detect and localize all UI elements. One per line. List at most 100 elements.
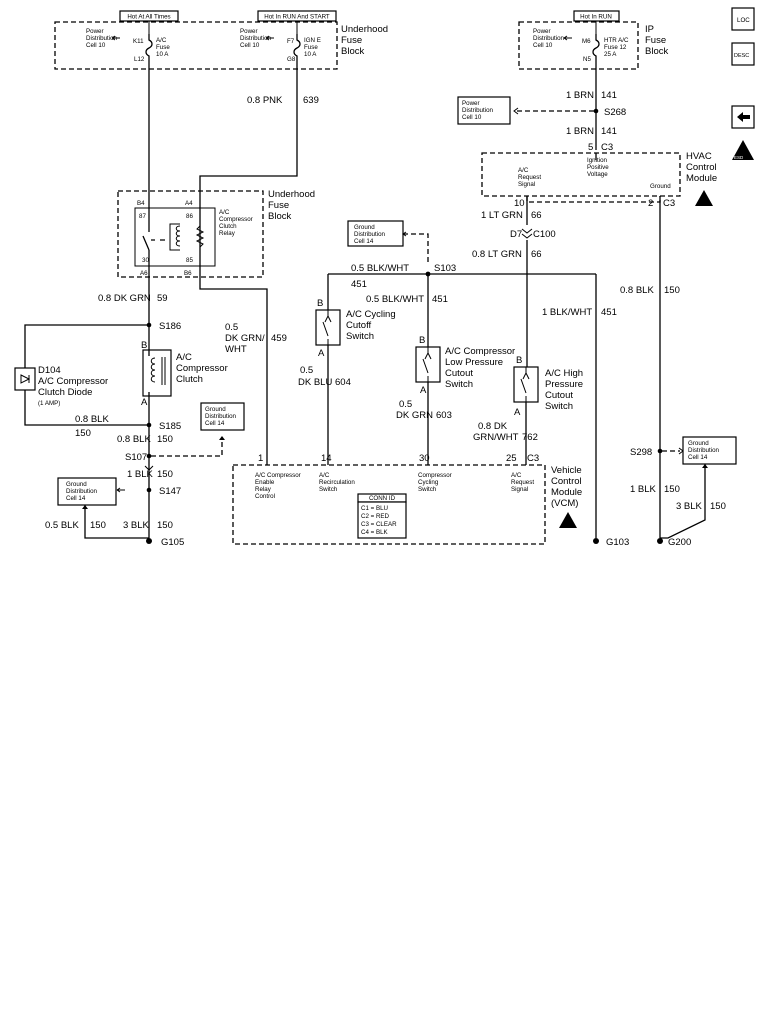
svg-text:C3: C3 bbox=[663, 198, 675, 209]
svg-text:Compressor: Compressor bbox=[176, 363, 228, 374]
svg-text:150: 150 bbox=[157, 434, 173, 445]
svg-text:C3: C3 bbox=[527, 453, 539, 464]
svg-text:D7: D7 bbox=[510, 229, 522, 240]
svg-text:Fuse: Fuse bbox=[645, 35, 666, 46]
svg-text:A/C: A/C bbox=[511, 472, 522, 479]
svg-text:Cell 10: Cell 10 bbox=[462, 114, 482, 121]
svg-text:DK BLU: DK BLU bbox=[298, 377, 332, 388]
svg-text:0.8 BLK: 0.8 BLK bbox=[117, 434, 151, 445]
svg-text:Switch: Switch bbox=[346, 331, 374, 342]
svg-text:0.5: 0.5 bbox=[225, 322, 238, 333]
relay-resistor-icon bbox=[195, 225, 205, 248]
svg-text:A4: A4 bbox=[185, 200, 193, 207]
svg-text:IP: IP bbox=[645, 24, 654, 35]
svg-text:Distribution: Distribution bbox=[533, 35, 565, 42]
hot-run-start-label: Hot In RUN And START bbox=[264, 14, 330, 21]
svg-text:Cycling: Cycling bbox=[418, 479, 439, 486]
svg-text:604: 604 bbox=[335, 377, 351, 388]
svg-text:N5: N5 bbox=[583, 56, 591, 63]
svg-text:87: 87 bbox=[139, 213, 146, 220]
svg-text:A/C Cycling: A/C Cycling bbox=[346, 309, 396, 320]
svg-text:G8: G8 bbox=[287, 56, 296, 63]
loc-icon[interactable]: LOC bbox=[731, 7, 755, 31]
svg-text:762: 762 bbox=[522, 432, 538, 443]
desc-icon[interactable]: DESC bbox=[731, 42, 755, 66]
svg-text:Control: Control bbox=[551, 476, 582, 487]
svg-text:Enable: Enable bbox=[255, 479, 275, 486]
svg-text:Distribution: Distribution bbox=[688, 447, 720, 454]
svg-text:B: B bbox=[141, 340, 147, 351]
svg-text:DK GRN/: DK GRN/ bbox=[225, 333, 265, 344]
svg-text:Recirculation: Recirculation bbox=[319, 479, 355, 486]
svg-text:Cutoff: Cutoff bbox=[346, 320, 372, 331]
svg-text:1 BLK: 1 BLK bbox=[630, 484, 657, 495]
svg-text:Compressor: Compressor bbox=[219, 216, 253, 223]
svg-text:0.8 DK GRN: 0.8 DK GRN bbox=[98, 293, 151, 304]
svg-text:S268: S268 bbox=[604, 107, 626, 118]
svg-text:IGN E: IGN E bbox=[304, 37, 321, 44]
svg-text:3 BLK: 3 BLK bbox=[676, 501, 703, 512]
svg-text:Clutch: Clutch bbox=[176, 374, 203, 385]
svg-text:10 A: 10 A bbox=[304, 51, 317, 58]
svg-text:Cell 10: Cell 10 bbox=[533, 42, 553, 49]
svg-text:S298: S298 bbox=[630, 447, 652, 458]
svg-text:Power: Power bbox=[240, 28, 258, 35]
svg-text:141: 141 bbox=[601, 126, 617, 137]
svg-text:150: 150 bbox=[664, 484, 680, 495]
svg-text:1 BRN: 1 BRN bbox=[566, 126, 594, 137]
svg-text:S147: S147 bbox=[159, 486, 181, 497]
svg-text:K11: K11 bbox=[133, 38, 144, 45]
relay-coil-icon bbox=[175, 225, 181, 247]
svg-text:A/C High: A/C High bbox=[545, 368, 583, 379]
back-arrow-icon[interactable] bbox=[731, 105, 755, 129]
svg-text:Block: Block bbox=[268, 211, 291, 222]
svg-text:(1 AMP): (1 AMP) bbox=[38, 400, 60, 407]
svg-text:B6: B6 bbox=[184, 270, 192, 277]
svg-text:Switch: Switch bbox=[545, 401, 573, 412]
svg-text:Block: Block bbox=[341, 46, 364, 57]
svg-text:Fuse: Fuse bbox=[304, 44, 318, 51]
ground-distribution-ref-3 bbox=[347, 220, 404, 247]
svg-text:CONN ID: CONN ID bbox=[369, 495, 396, 502]
esd-icon[interactable]: ESD bbox=[732, 140, 754, 160]
svg-text:Pressure: Pressure bbox=[545, 379, 583, 390]
svg-text:3 BLK: 3 BLK bbox=[123, 520, 150, 531]
ign-e-fuse-icon bbox=[293, 34, 301, 62]
svg-text:Power: Power bbox=[533, 28, 551, 35]
svg-text:A: A bbox=[141, 397, 148, 408]
svg-text:Relay: Relay bbox=[255, 486, 272, 493]
svg-text:1: 1 bbox=[258, 453, 263, 464]
svg-text:C4 = BLK: C4 = BLK bbox=[361, 529, 389, 536]
svg-text:ESD: ESD bbox=[734, 155, 744, 160]
svg-text:150: 150 bbox=[664, 285, 680, 296]
svg-text:603: 603 bbox=[436, 410, 452, 421]
svg-text:Block: Block bbox=[645, 46, 668, 57]
svg-text:Cell 14: Cell 14 bbox=[688, 454, 708, 461]
svg-text:C1 = BLU: C1 = BLU bbox=[361, 505, 388, 512]
svg-text:1 BRN: 1 BRN bbox=[566, 90, 594, 101]
svg-text:Fuse: Fuse bbox=[156, 44, 170, 51]
svg-text:Module: Module bbox=[686, 173, 717, 184]
svg-text:141: 141 bbox=[601, 90, 617, 101]
conn-id-table bbox=[357, 501, 407, 539]
svg-text:Vehicle: Vehicle bbox=[551, 465, 582, 476]
svg-text:S103: S103 bbox=[434, 263, 456, 274]
svg-text:S107: S107 bbox=[125, 452, 147, 463]
svg-text:0.8 DK: 0.8 DK bbox=[478, 421, 508, 432]
svg-text:Ignition: Ignition bbox=[587, 157, 608, 164]
svg-text:Cell 14: Cell 14 bbox=[66, 495, 86, 502]
svg-text:Distribution: Distribution bbox=[462, 107, 494, 114]
svg-text:A/C Compressor: A/C Compressor bbox=[255, 472, 301, 479]
ac-fuse-icon bbox=[145, 34, 153, 62]
svg-text:G200: G200 bbox=[668, 537, 691, 548]
ac-compressor-clutch-relay: Underhood Fuse Block B4 A4 87 86 30 85 A… bbox=[117, 189, 315, 280]
svg-text:C2 = RED: C2 = RED bbox=[361, 513, 390, 520]
svg-text:0.5: 0.5 bbox=[399, 399, 412, 410]
svg-text:M6: M6 bbox=[582, 38, 591, 45]
svg-text:Switch: Switch bbox=[319, 486, 338, 493]
svg-text:G105: G105 bbox=[161, 537, 184, 548]
svg-text:A/C: A/C bbox=[319, 472, 330, 479]
svg-text:Distribution: Distribution bbox=[354, 231, 386, 238]
svg-text:459: 459 bbox=[271, 333, 287, 344]
